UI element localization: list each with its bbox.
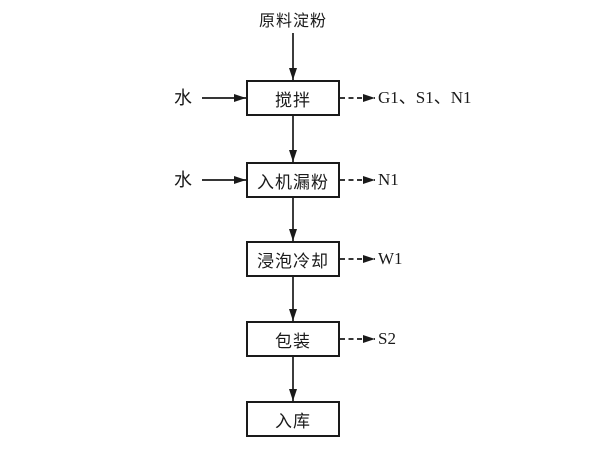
input-label-water-2: 水 xyxy=(174,170,192,190)
source-label: 原料淀粉 xyxy=(258,13,327,30)
input-label-water-1: 水 xyxy=(174,88,192,108)
step-label: 搅拌 xyxy=(275,90,311,110)
step-label: 入库 xyxy=(275,411,311,431)
output-label-s2: S2 xyxy=(378,329,396,348)
step-label: 入机漏粉 xyxy=(257,172,329,192)
output-arrows xyxy=(340,94,375,343)
step-label: 包装 xyxy=(275,331,311,351)
step-box-mixing: 搅拌 xyxy=(246,80,340,116)
step-label: 浸泡冷却 xyxy=(257,251,329,271)
step-box-warehousing: 入库 xyxy=(246,401,340,437)
output-label-w1: W1 xyxy=(378,249,403,268)
output-label-n1: N1 xyxy=(378,170,399,189)
step-box-packaging: 包装 xyxy=(246,321,340,357)
step-box-soak-cool: 浸泡冷却 xyxy=(246,241,340,277)
input-arrows xyxy=(202,94,246,184)
output-label-g1-s1-n1: G1、S1、N1 xyxy=(378,88,472,107)
step-box-feeding-machine: 入机漏粉 xyxy=(246,162,340,198)
